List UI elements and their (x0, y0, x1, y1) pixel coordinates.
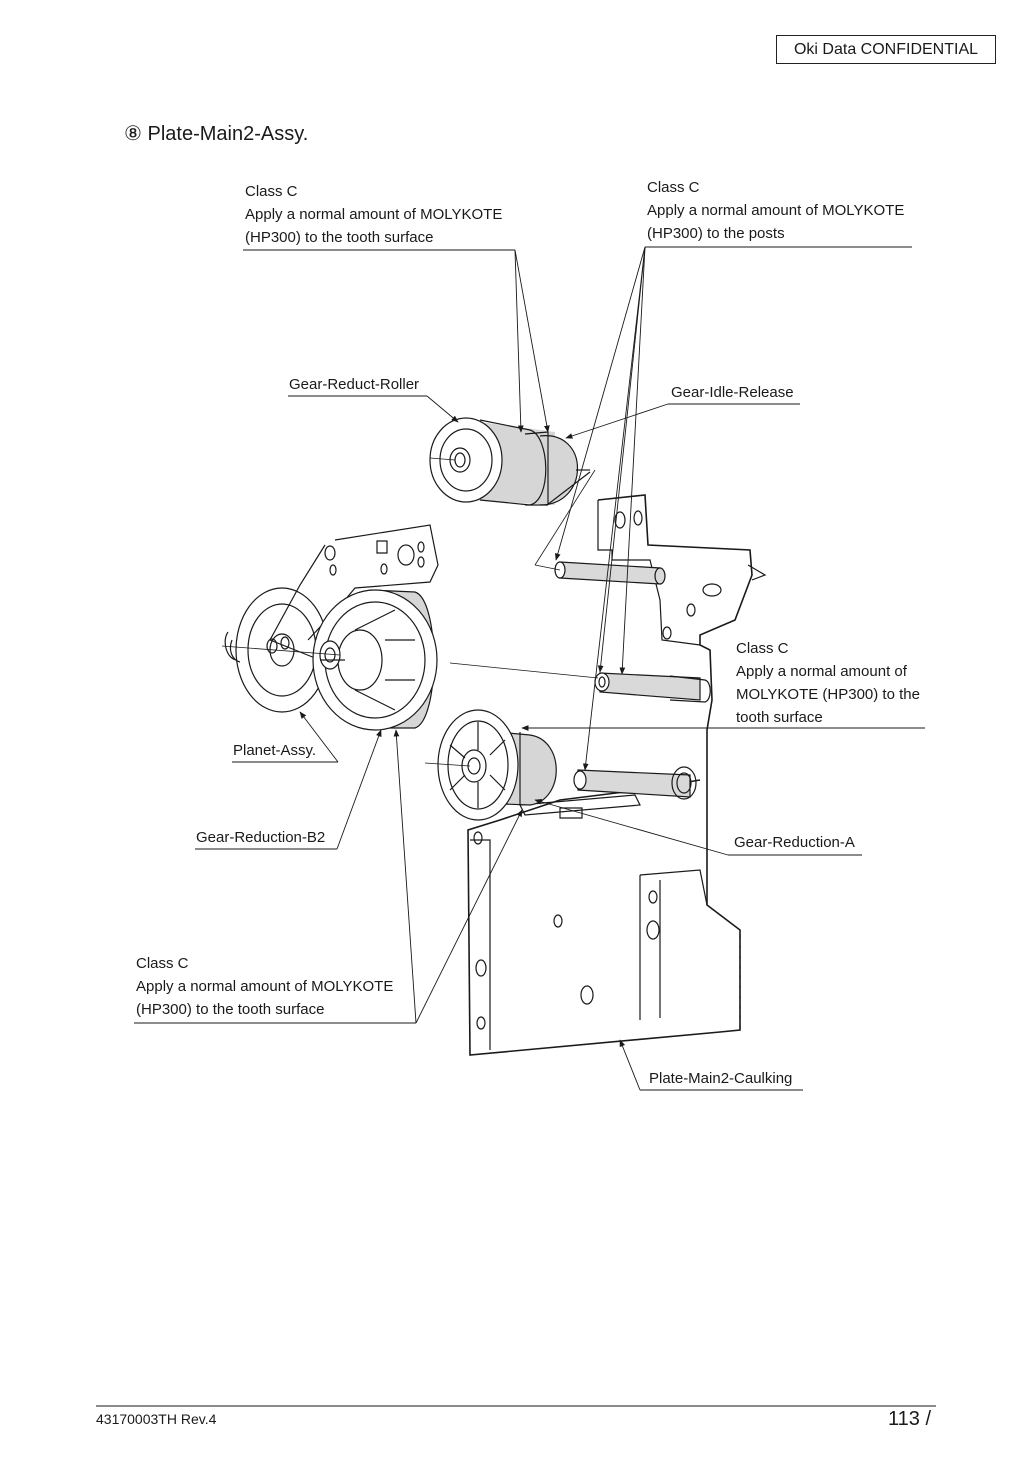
gear-reduct-roller-drawing (430, 418, 590, 505)
label-gear-reduct-roller: Gear-Reduct-Roller (289, 376, 420, 393)
posts-drawing (555, 562, 710, 799)
note-top-left: Class C Apply a normal amount of MOLYKOT… (245, 180, 502, 249)
center-lines (222, 458, 598, 766)
label-planet-assy: Planet-Assy. (233, 742, 317, 759)
note-line: tooth surface (736, 709, 823, 726)
note-line: (HP300) to the tooth surface (136, 1001, 325, 1018)
note-top-right: Class C Apply a normal amount of MOLYKOT… (647, 176, 904, 245)
label-gear-reduction-a: Gear-Reduction-A (734, 834, 855, 851)
note-line: Class C (245, 183, 298, 200)
label-gear-reduction-b2: Gear-Reduction-B2 (196, 829, 326, 846)
section-title: ⑧ Plate-Main2-Assy. (124, 121, 308, 146)
note-line: MOLYKOTE (HP300) to the (736, 686, 920, 703)
note-line: Class C (647, 179, 700, 196)
section-number: ⑧ (124, 123, 142, 145)
document-id: 43170003TH Rev.4 (96, 1411, 217, 1427)
note-line: (HP300) to the posts (647, 225, 785, 242)
confidential-badge: Oki Data CONFIDENTIAL (776, 35, 996, 64)
note-mid-right: Class C Apply a normal amount of MOLYKOT… (736, 637, 920, 729)
label-gear-idle-release: Gear-Idle-Release (671, 384, 794, 401)
planet-assy-drawing (225, 525, 438, 730)
note-bottom-left: Class C Apply a normal amount of MOLYKOT… (136, 952, 393, 1021)
note-line: (HP300) to the tooth surface (245, 229, 434, 246)
plate-main2-caulking-drawing (468, 495, 765, 1055)
page-number: 113 / (888, 1408, 931, 1430)
section-title-text: Plate-Main2-Assy. (147, 123, 309, 145)
label-plate-main2-caulking: Plate-Main2-Caulking (649, 1070, 793, 1087)
note-line: Apply a normal amount of (736, 663, 907, 680)
note-line: Apply a normal amount of MOLYKOTE (647, 202, 905, 219)
note-line: Apply a normal amount of MOLYKOTE (245, 206, 503, 223)
gear-reduction-a-drawing (438, 710, 556, 820)
note-line: Class C (736, 640, 789, 657)
note-line: Apply a normal amount of MOLYKOTE (136, 978, 394, 995)
leader-lines (134, 247, 925, 1090)
note-line: Class C (136, 955, 189, 972)
